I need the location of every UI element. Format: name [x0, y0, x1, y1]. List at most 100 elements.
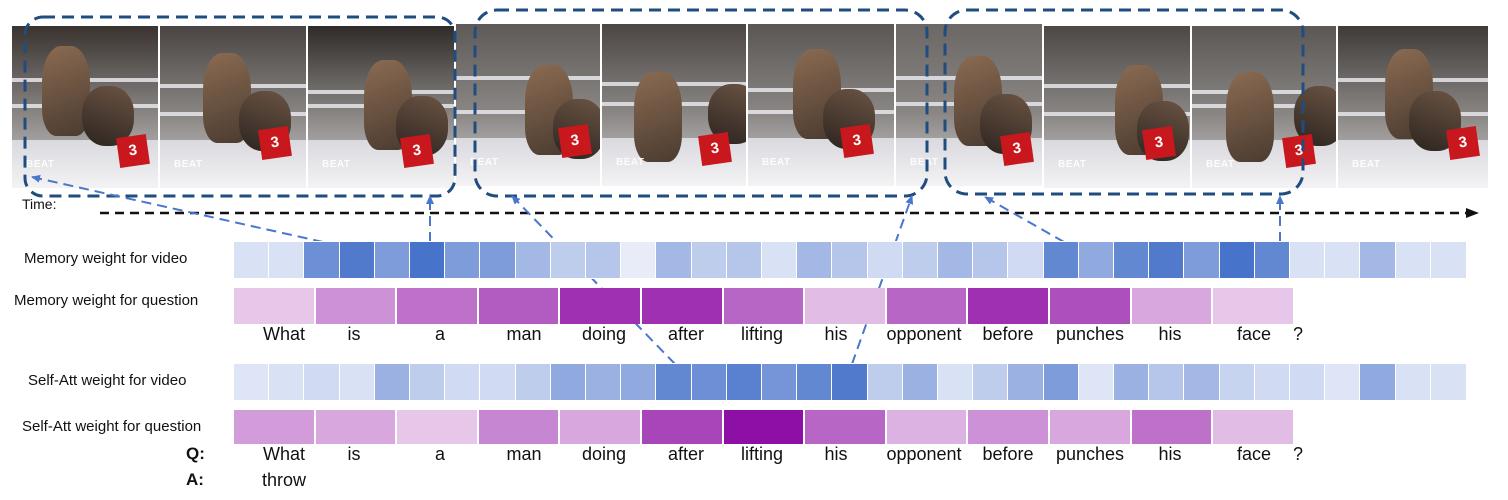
- question-token: before: [982, 444, 1034, 464]
- self-att-video-weight-cell: [655, 363, 693, 401]
- self-att-question-weight-cell: [560, 410, 640, 444]
- question-token: opponent: [886, 444, 962, 464]
- memory-video-weight-cell: [1288, 241, 1327, 279]
- self-att-video-weight-cell: [936, 363, 975, 401]
- memory-question-weight-cell: [1131, 288, 1212, 324]
- broadcast-logo: BEAT: [322, 159, 351, 170]
- memory-video-weight-cell: [514, 241, 552, 279]
- self-att-question-weight-cell: [968, 410, 1048, 444]
- question-token: his: [824, 444, 848, 464]
- question-token: face: [1236, 444, 1272, 464]
- self-att-question-weight-cell: [642, 410, 722, 444]
- self-att-video-weight-cell: [725, 363, 763, 401]
- memory-question-weight-cell: [234, 288, 314, 324]
- self-att-question-weight-cell: [805, 410, 885, 444]
- round-cube: 3: [1446, 126, 1480, 160]
- memory-question-weight-cell: [397, 288, 477, 324]
- memory-video-weight-cell: [268, 241, 306, 279]
- memory-video-weight-cell: [1394, 241, 1432, 279]
- question-token: his: [824, 324, 848, 344]
- memory-video-row-label: Memory weight for video: [24, 250, 188, 267]
- memory-video-weight-cell: [936, 241, 975, 279]
- memory-video-weight-cell: [972, 241, 1010, 279]
- self-att-video-weight-cell: [760, 363, 799, 401]
- video-frame: BEAT 3: [1044, 26, 1190, 188]
- memory-question-weight-cell: [560, 288, 640, 324]
- self-att-question-weight-cell: [886, 410, 967, 444]
- question-token: punches: [1055, 324, 1125, 344]
- video-frame: BEAT 3: [1192, 26, 1336, 188]
- self-att-video-weight-cell: [479, 363, 517, 401]
- memory-video-weight-cell: [303, 241, 341, 279]
- self-att-video-weight-cell: [584, 363, 623, 401]
- round-cube: 3: [1000, 132, 1034, 166]
- broadcast-logo: BEAT: [616, 157, 645, 168]
- memory-question-weight-cell: [642, 288, 722, 324]
- question-token: after: [667, 444, 705, 464]
- self-att-question-weight-cell: [315, 410, 396, 444]
- self-att-video-weight-cell: [1253, 363, 1291, 401]
- self-att-video-weight-cell: [408, 363, 447, 401]
- broadcast-logo: BEAT: [1058, 159, 1087, 170]
- question-token: What: [262, 324, 306, 344]
- self-att-video-weight-cell: [1007, 363, 1045, 401]
- memory-video-weight-cell: [408, 241, 447, 279]
- memory-video-weight-cell: [1077, 241, 1115, 279]
- memory-question-weight-cell: [1050, 288, 1130, 324]
- broadcast-logo: BEAT: [1206, 159, 1235, 170]
- memory-video-weight-cell: [1324, 241, 1362, 279]
- self-att-question-weight-cell: [234, 410, 314, 444]
- self-att-video-weight-cell: [338, 363, 376, 401]
- memory-question-weight-cell: [478, 288, 559, 324]
- self-att-video-weight-cell: [796, 363, 834, 401]
- self-att-question-row-label: Self-Att weight for question: [22, 418, 202, 435]
- memory-video-weight-cell: [725, 241, 763, 279]
- question-token: punches: [1055, 444, 1125, 464]
- self-att-video-weight-cell: [972, 363, 1010, 401]
- question-token: man: [506, 444, 542, 464]
- question-token: his: [1158, 324, 1182, 344]
- self-att-video-weight-cell: [514, 363, 552, 401]
- memory-video-weight-cell: [1359, 241, 1397, 279]
- self-att-video-weight-cell: [831, 363, 869, 401]
- memory-video-weight-cell: [1183, 241, 1221, 279]
- self-att-video-weight-cell: [1359, 363, 1397, 401]
- round-cube: 3: [1282, 134, 1316, 168]
- self-att-video-row-label: Self-Att weight for video: [28, 372, 187, 389]
- question-token: a: [434, 444, 446, 464]
- round-cube: 3: [400, 134, 434, 168]
- round-cube: 3: [1142, 126, 1176, 160]
- question-token: opponent: [886, 324, 962, 344]
- self-att-question-weight-cell: [723, 410, 804, 444]
- self-att-video-weight-cell: [549, 363, 587, 401]
- broadcast-logo: BEAT: [762, 157, 791, 168]
- question-token: is: [347, 444, 361, 464]
- connector-arrow: [984, 196, 1065, 243]
- memory-video-weight-cell: [901, 241, 939, 279]
- memory-question-weight-cell: [723, 288, 804, 324]
- memory-video-weight-cell: [479, 241, 517, 279]
- memory-video-weight-cell: [1253, 241, 1291, 279]
- question-label: Q:: [186, 444, 205, 463]
- self-att-question-weight-cell: [397, 410, 477, 444]
- memory-video-weight-cell: [690, 241, 728, 279]
- memory-video-weight-cell: [1429, 241, 1467, 279]
- broadcast-logo: BEAT: [26, 159, 55, 170]
- memory-video-weight-cell: [620, 241, 658, 279]
- question-token: a: [434, 324, 446, 344]
- memory-video-weight-cell: [1112, 241, 1151, 279]
- self-att-video-weight-cell: [1042, 363, 1080, 401]
- self-att-question-weight-cell: [1131, 410, 1212, 444]
- question-token: after: [667, 324, 705, 344]
- memory-video-weight-cell: [831, 241, 869, 279]
- memory-video-weight-cell: [760, 241, 799, 279]
- memory-video-weight-cell: [232, 241, 271, 279]
- self-att-video-weight-cell: [232, 363, 271, 401]
- question-token: his: [1158, 444, 1182, 464]
- broadcast-logo: BEAT: [1352, 159, 1381, 170]
